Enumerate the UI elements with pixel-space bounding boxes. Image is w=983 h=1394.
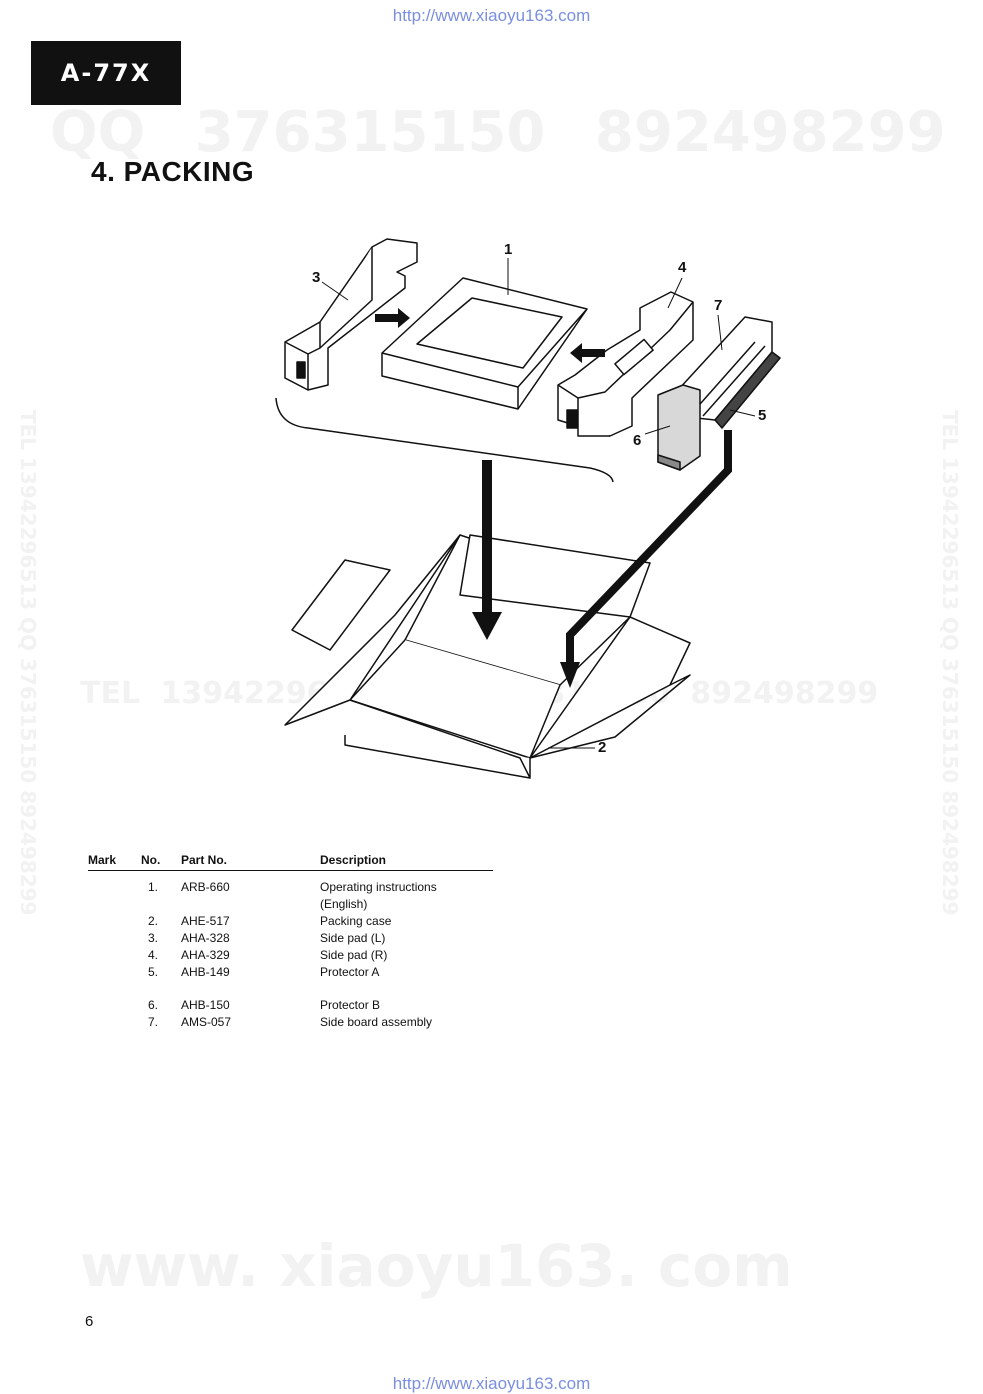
side-pad-left-drawing [284,238,418,391]
table-row-continuation: (English) [88,897,493,914]
arrow-curved-head [560,662,580,688]
row-part-no: AHA-328 [181,931,230,945]
row-description: Protector A [320,965,380,979]
row-no: 7. [148,1015,159,1029]
side-board-drawing [657,316,781,471]
header-part-no: Part No. [181,853,228,867]
unit-drawing [381,277,588,410]
callout-7: 7 [714,297,722,314]
callout-4: 4 [678,259,687,276]
row-description: Packing case [320,914,392,928]
callout-2: 2 [598,739,606,756]
callout-3: 3 [312,269,320,286]
row-description: Side board assembly [320,1015,433,1029]
row-no: 3. [148,931,159,945]
arrow-left-small [570,343,605,363]
row-no: 6. [148,998,159,1012]
model-badge: A-77X [31,41,181,105]
row-part-no: AHA-329 [181,948,230,962]
source-url-top[interactable]: http://www.xiaoyu163.com [392,6,591,25]
row-part-no: ARB-660 [181,880,230,894]
table-row: 2. AHE-517 Packing case [88,914,493,931]
table-row: 7. AMS-057 Side board assembly [88,1015,493,1032]
watermark-bottom: www. xiaoyu163. com [80,1232,793,1300]
packing-diagram: 1 2 3 4 5 6 7 [275,238,781,779]
header-description: Description [320,853,387,867]
table-header: Mark No. Part No. Description [88,852,493,871]
row-no: 4. [148,948,159,962]
callout-1: 1 [504,241,512,258]
row-no: 5. [148,965,159,979]
table-row: 1. ARB-660 Operating instructions [88,880,493,897]
arrow-right-small [375,308,410,328]
page-number: 6 [85,1313,94,1330]
row-description: Protector B [320,998,381,1012]
row-no: 1. [148,880,159,894]
table-row: 5. AHB-149 Protector A [88,965,493,982]
row-part-no: AHE-517 [181,914,230,928]
row-description: Side pad (R) [320,948,388,962]
arrow-straight-down [472,460,502,640]
row-description: Operating instructions [320,880,437,894]
parts-table: Mark No. Part No. Description 1. ARB-660… [88,852,493,1032]
watermark-side-right: TEL 13942296513 QQ 376315150 892498299 [938,410,962,916]
header-mark: Mark [88,853,117,867]
arrow-curved-down [566,430,732,665]
table-row: 4. AHA-329 Side pad (R) [88,948,493,965]
row-part-no: AHB-150 [181,998,230,1012]
row-no: 2. [148,914,159,928]
table-row: 3. AHA-328 Side pad (L) [88,931,493,948]
row-description: Side pad (L) [320,931,386,945]
side-pad-right-drawing [557,291,694,437]
header-no: No. [141,853,161,867]
row-part-no: AHB-149 [181,965,230,979]
row-part-no: AMS-057 [181,1015,232,1029]
callout-6: 6 [633,432,641,449]
source-url-bottom[interactable]: http://www.xiaoyu163.com [392,1374,591,1393]
callout-5: 5 [758,407,766,424]
watermark-side-left: TEL 13942296513 QQ 376315150 892498299 [16,410,40,916]
table-row: 6. AHB-150 Protector B [88,998,493,1015]
row-description-line2: (English) [320,897,368,911]
section-title: 4. PACKING [91,156,255,187]
